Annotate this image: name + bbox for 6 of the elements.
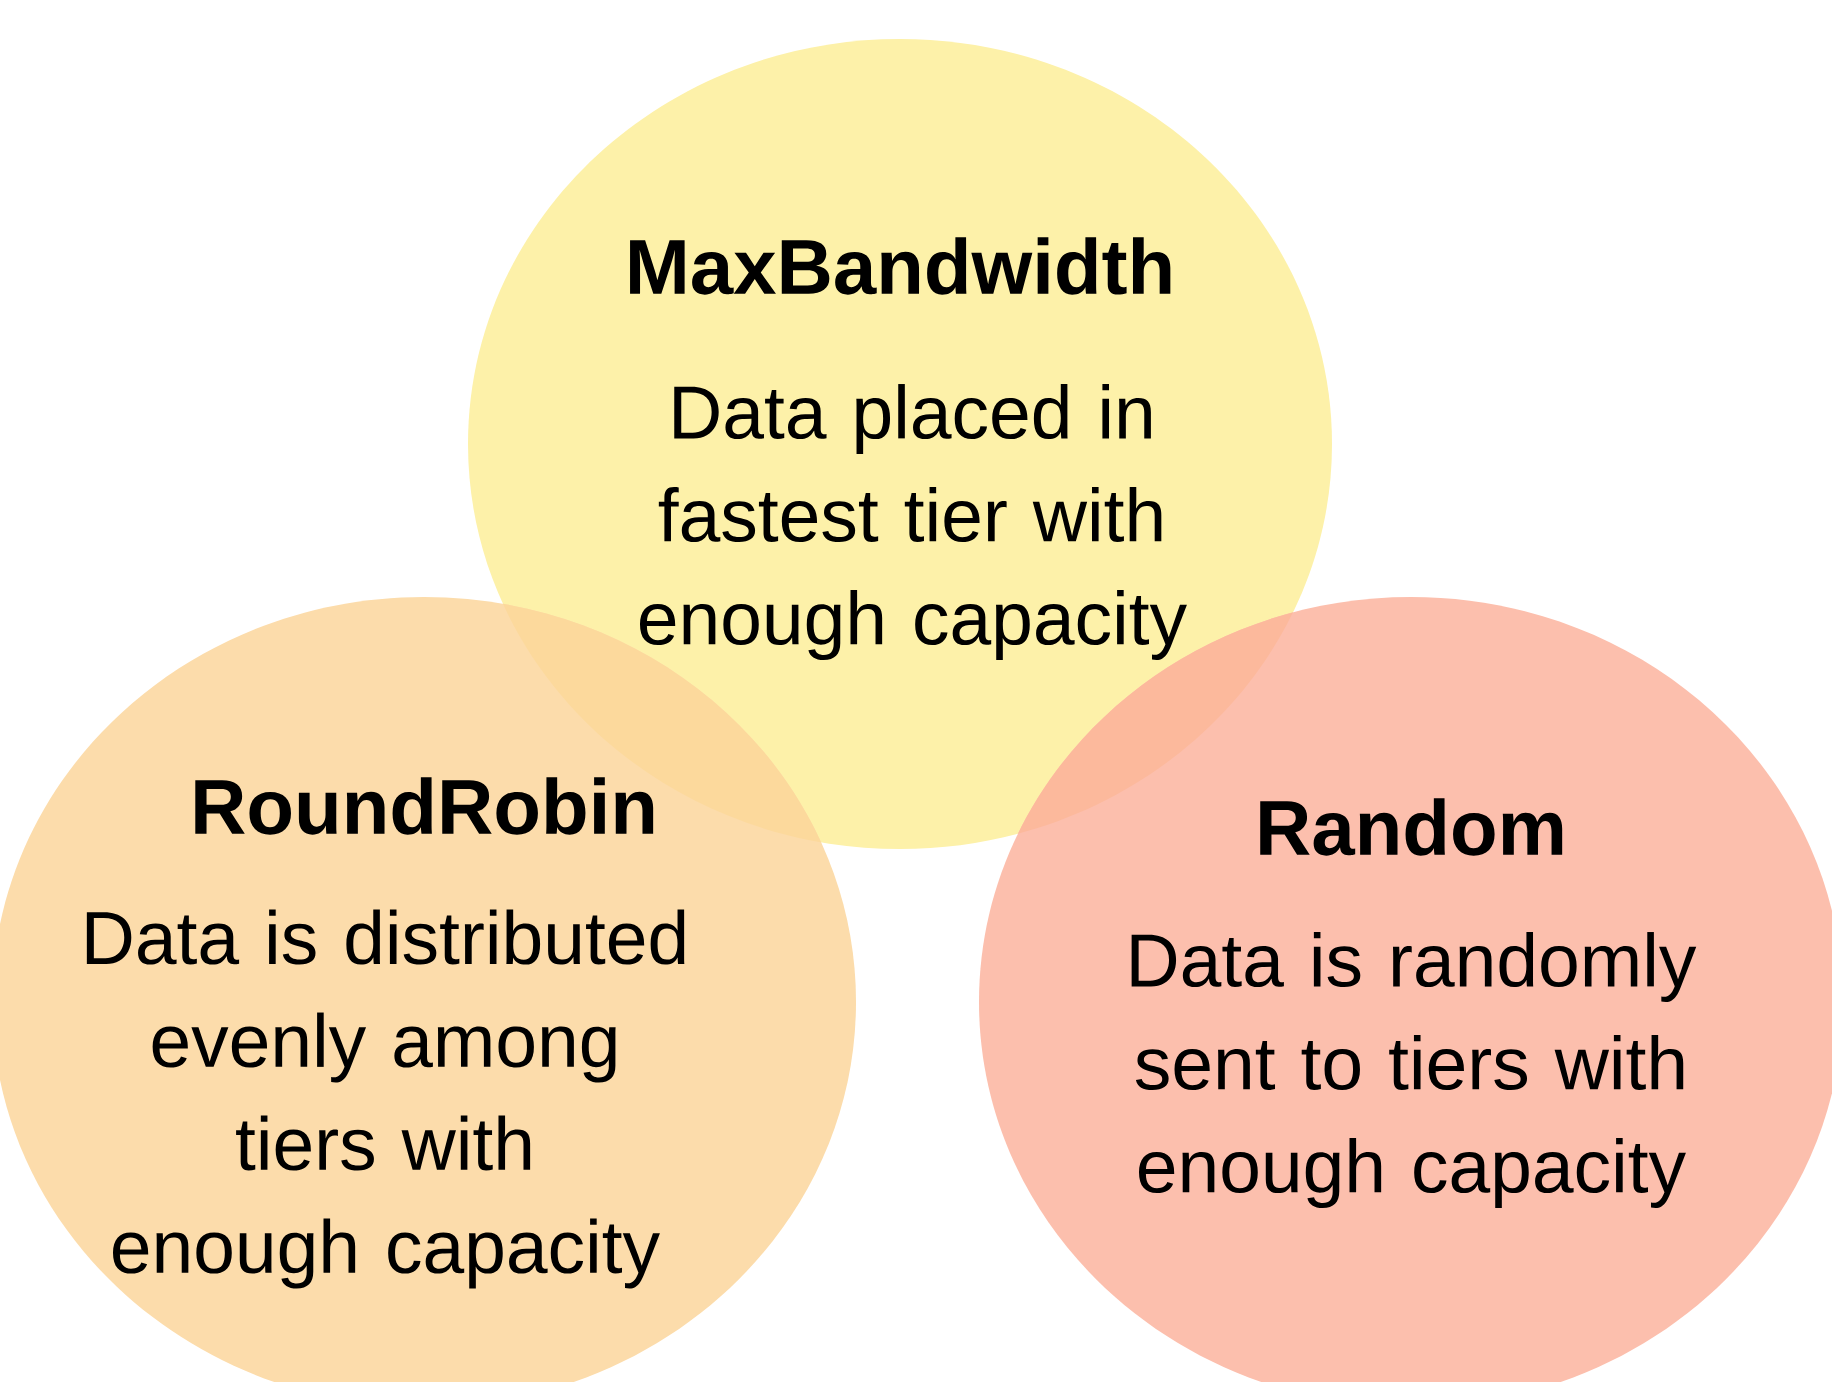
description: Data placed in fastest tier with enough capacity	[640, 384, 1187, 660]
description: Data is distributed evenly among tiers with enough capacity	[86, 909, 685, 1289]
description: Data is randomly sent to tiers with enough capacity	[1131, 932, 1697, 1208]
title: Random	[1260, 798, 1563, 856]
title: RoundRobin	[195, 777, 654, 835]
title: MaxBandwidth	[630, 237, 1171, 295]
